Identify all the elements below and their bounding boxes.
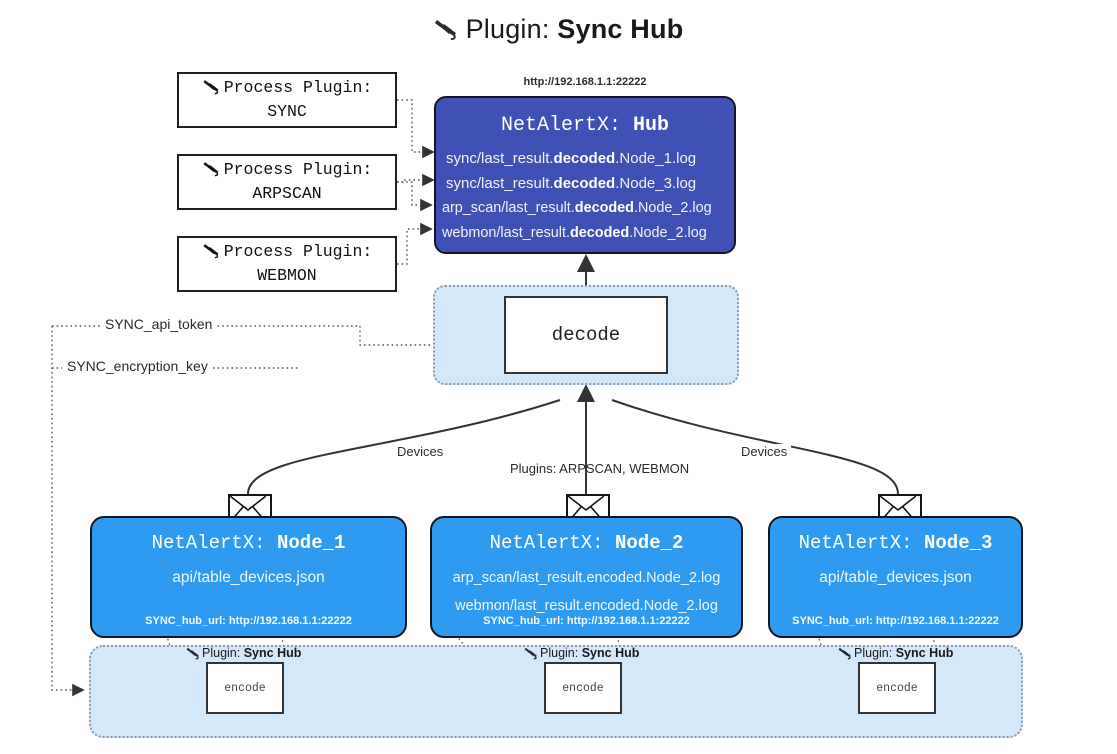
edge-label-plugins: Plugins: ARPSCAN, WEBMON [510,461,690,476]
plug-icon [202,78,222,102]
plug-icon [524,646,539,663]
node-hub-url: SYNC_hub_url: http://192.168.1.1:22222 [483,615,690,627]
encode-box-1[interactable]: encode [206,662,284,714]
plug-icon [186,646,201,663]
node-line: arp_scan/last_result.encoded.Node_2.log [452,570,721,586]
hub-log-item: arp_scan/last_result.decoded.Node_2.log [442,200,712,216]
node-line-list: api/table_devices.json [92,564,405,592]
edge-label-devices-left: Devices [393,444,448,459]
hub-log-item: sync/last_result.decoded.Node_3.log [446,175,697,192]
encoder-plugin-label-2: Plugin: Sync Hub [524,646,639,663]
hub-log-item: sync/last_result.decoded.Node_1.log [446,150,697,167]
process-plugin-arpscan[interactable]: Process Plugin: ARPSCAN [177,154,397,210]
node-title: NetAlertX: Node_2 [489,532,684,554]
decode-box[interactable]: decode [504,296,668,374]
edge-label-devices-right: Devices [737,444,792,459]
node-title: NetAlertX: Node_1 [151,532,346,554]
page-title-prefix: Plugin: [465,14,550,44]
node-line-list: api/table_devices.json [770,564,1021,592]
encode-box-2[interactable]: encode [544,662,622,714]
hub-title-name: Hub [633,114,670,137]
plug-icon [434,17,460,48]
page-title-name: Sync Hub [557,14,684,44]
process-plugin-name: ARPSCAN [252,183,322,203]
node-line-list: arp_scan/last_result.encoded.Node_2.log … [432,564,741,620]
hub-title: NetAlertX: Hub [436,114,734,137]
node-line: api/table_devices.json [172,569,325,586]
encode-box-3[interactable]: encode [858,662,936,714]
hub-title-prefix: NetAlertX: [500,114,621,137]
process-plugin-name: WEBMON [257,265,317,285]
page-title: Plugin: Sync Hub [0,14,1117,48]
node-box-node-1[interactable]: NetAlertX: Node_1 api/table_devices.json… [90,516,407,638]
hub-url-label: http://192.168.1.1:22222 [523,76,647,88]
node-box-node-3[interactable]: NetAlertX: Node_3 api/table_devices.json… [768,516,1023,638]
process-plugin-label: Process Plugin: [223,241,373,261]
process-plugin-label: Process Plugin: [223,159,373,179]
sync-encryption-key-label: SYNC_encryption_key [62,358,213,374]
node-hub-url: SYNC_hub_url: http://192.168.1.1:22222 [792,615,999,627]
node-hub-url: SYNC_hub_url: http://192.168.1.1:22222 [145,615,352,627]
process-plugin-label: Process Plugin: [223,77,373,97]
hub-box[interactable]: NetAlertX: Hub sync/last_result.decoded.… [434,96,736,254]
hub-log-list: sync/last_result.decoded.Node_1.log sync… [436,146,734,246]
plug-icon [202,160,222,184]
process-plugin-webmon[interactable]: Process Plugin: WEBMON [177,236,397,292]
encoder-plugin-label-1: Plugin: Sync Hub [186,646,301,663]
node-title: NetAlertX: Node_3 [798,532,993,554]
plug-icon [838,646,853,663]
node-box-node-2[interactable]: NetAlertX: Node_2 arp_scan/last_result.e… [430,516,743,638]
process-plugin-sync[interactable]: Process Plugin: SYNC [177,72,397,128]
process-plugin-name: SYNC [267,101,307,121]
plug-icon [202,242,222,266]
hub-log-item: webmon/last_result.decoded.Node_2.log [442,225,707,241]
node-line: webmon/last_result.encoded.Node_2.log [455,598,718,614]
node-line: api/table_devices.json [819,569,972,586]
encoder-plugin-label-3: Plugin: Sync Hub [838,646,953,663]
sync-api-token-label: SYNC_api_token [100,316,218,332]
